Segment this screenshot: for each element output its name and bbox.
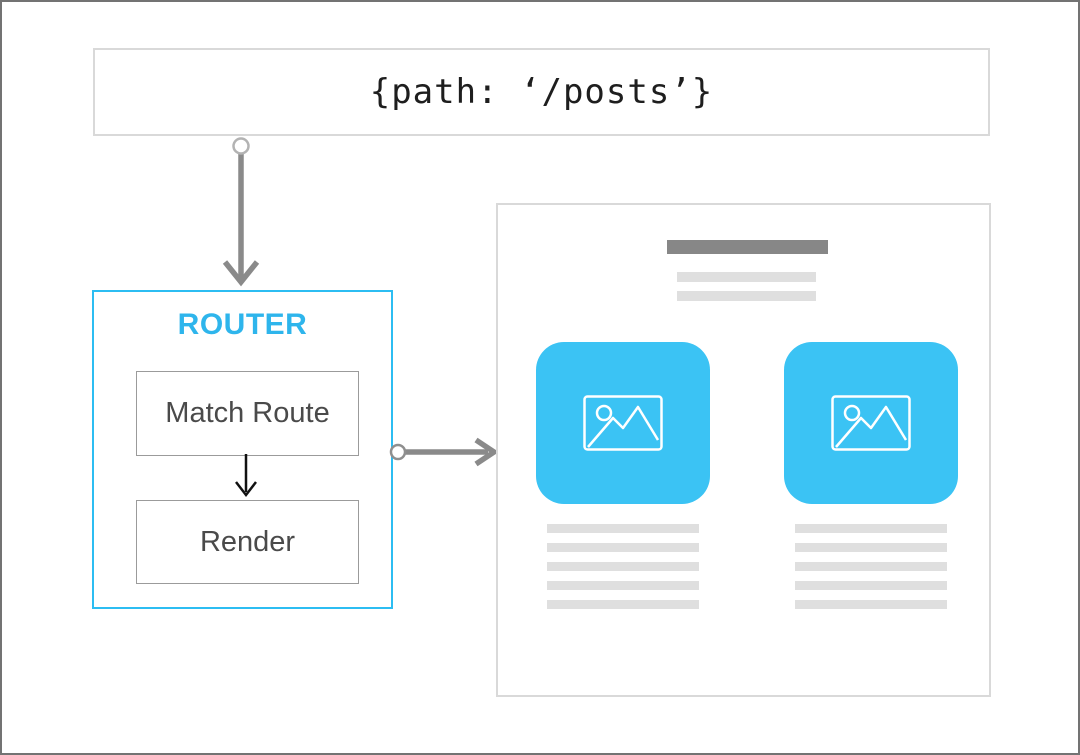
step-render: Render [136,500,359,584]
post-thumbnail [784,342,958,504]
subtitle-skeleton-line [677,291,816,301]
subtitle-skeleton-line [677,272,816,282]
route-object-box: {path: ‘/posts’} [93,48,990,136]
page-heading-bar [667,240,828,254]
step-label-render: Render [199,525,296,558]
card-skeleton-line [547,581,699,590]
card-skeleton-line [547,543,699,552]
card-skeleton-line [795,562,947,571]
match-to-render-arrow [235,454,257,498]
card-skeleton-line [795,581,947,590]
page-subtitle-lines [677,272,816,310]
card-skeleton-line [547,524,699,533]
post-card [784,342,958,619]
route-path-code: {path: ‘/posts’} [369,72,714,112]
post-thumbnail [536,342,710,504]
router-title: ROUTER [177,308,308,341]
down-arrow [222,137,260,287]
card-skeleton-line [547,562,699,571]
card-skeleton-line [795,524,947,533]
right-arrow [389,437,499,467]
port-circle [389,443,407,461]
router-box: ROUTER Match Route Render [92,290,393,609]
card-skeleton-line [547,600,699,609]
port-circle [232,137,250,155]
post-card [536,342,710,619]
image-placeholder-icon [583,395,663,451]
step-match-route: Match Route [136,371,359,456]
card-skeleton-line [795,543,947,552]
step-label-match-route: Match Route [165,397,330,429]
image-placeholder-icon [831,395,911,451]
page-mockup [496,203,991,697]
card-skeleton-line [795,600,947,609]
post-text-lines [547,524,699,609]
post-text-lines [795,524,947,609]
